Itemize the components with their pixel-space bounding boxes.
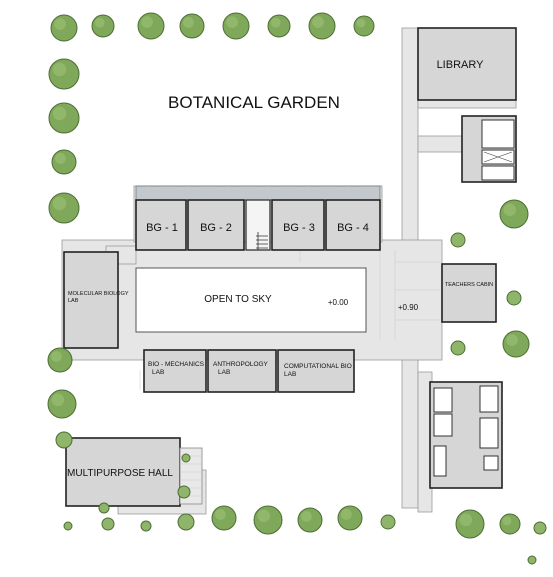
tree-highlight [54, 18, 66, 30]
bio-mechanics-lab-label-line1: BIO - MECHANICS [148, 361, 205, 368]
roof-strip-grid [147, 186, 369, 200]
open-to-sky-courtyard [135, 267, 367, 333]
tree-highlight [503, 203, 517, 217]
tree-highlight [341, 509, 352, 520]
tree-icon [55, 431, 73, 449]
bg-1-room [135, 199, 187, 251]
tree-icon [527, 555, 537, 565]
toilet-block [461, 115, 517, 183]
tree-highlight [459, 513, 473, 527]
tree-highlight [52, 62, 67, 77]
tree-highlight [301, 511, 312, 522]
bg-2-room [187, 199, 245, 251]
tree-highlight [270, 17, 281, 28]
tree-icon [63, 521, 73, 531]
library-label: LIBRARY [437, 59, 485, 71]
tree-icon [177, 513, 195, 531]
tree-icon [181, 453, 191, 463]
east-service-block [429, 381, 503, 489]
tree-highlight [312, 16, 324, 28]
tree-icon [533, 521, 547, 535]
teachers-cabin-label: TEACHERS CABIN [445, 282, 493, 288]
tree-highlight [141, 16, 153, 28]
tree-icon [450, 232, 466, 248]
courtyard-level-label: +0.00 [328, 298, 349, 307]
tree-icon [506, 290, 522, 306]
anthropology-lab-label-line2: LAB [218, 369, 230, 376]
bio-mechanics-lab-room [143, 349, 207, 393]
toilet-walkway [417, 135, 467, 153]
tree-highlight [502, 516, 512, 526]
staircase-icon [256, 232, 268, 250]
library-room [417, 27, 517, 101]
tree-highlight [52, 106, 67, 121]
garden-title: BOTANICAL GARDEN [168, 93, 340, 112]
tree-icon [380, 514, 396, 530]
tree-layer [47, 12, 547, 565]
bg-4-label: BG - 4 [337, 222, 369, 234]
tree-highlight [506, 334, 518, 346]
computational-bio-lab-room [277, 349, 355, 393]
bg-1-label: BG - 1 [146, 222, 178, 234]
tree-icon [177, 485, 191, 499]
tree-highlight [52, 196, 67, 211]
open-to-sky-label: OPEN TO SKY [204, 294, 272, 305]
library-walkway [417, 99, 517, 109]
corridor-level-label: +0.90 [398, 303, 419, 312]
bio-mechanics-lab-label-line2: LAB [152, 369, 164, 376]
tree-highlight [183, 17, 194, 28]
bg-4-room [325, 199, 381, 251]
bg-2-label: BG - 2 [200, 222, 232, 234]
anthropology-lab-label-line1: ANTHROPOLOGY [213, 361, 269, 368]
tree-highlight [215, 509, 226, 520]
molecular-biology-lab-room [63, 251, 119, 349]
tree-icon [140, 520, 152, 532]
hall-steps-lines [180, 455, 202, 497]
tree-icon [98, 502, 110, 514]
multipurpose-hall-room [65, 437, 181, 507]
tree-highlight [226, 16, 238, 28]
computational-bio-lab-label-line1: COMPUTATIONAL BIO [284, 363, 352, 370]
teachers-cabin-room [441, 263, 497, 323]
tree-highlight [257, 509, 271, 523]
molecular-biology-lab-label-line2: LAB [68, 298, 79, 304]
bg-3-room [271, 199, 325, 251]
tree-highlight [94, 17, 105, 28]
tree-icon [101, 517, 115, 531]
tree-icon [450, 340, 466, 356]
bg-roof-strip [135, 185, 381, 201]
tree-highlight [51, 393, 65, 407]
tree-highlight [356, 18, 366, 28]
anthropology-lab-room [207, 349, 277, 393]
bg-3-label: BG - 3 [283, 222, 315, 234]
tree-highlight [55, 153, 66, 164]
tree-highlight [51, 351, 62, 362]
molecular-biology-lab-label-line1: MOLECULAR BIOLOGY [68, 291, 129, 297]
computational-bio-lab-label-line2: LAB [284, 371, 296, 378]
multipurpose-hall-label: MULTIPURPOSE HALL [67, 468, 173, 479]
